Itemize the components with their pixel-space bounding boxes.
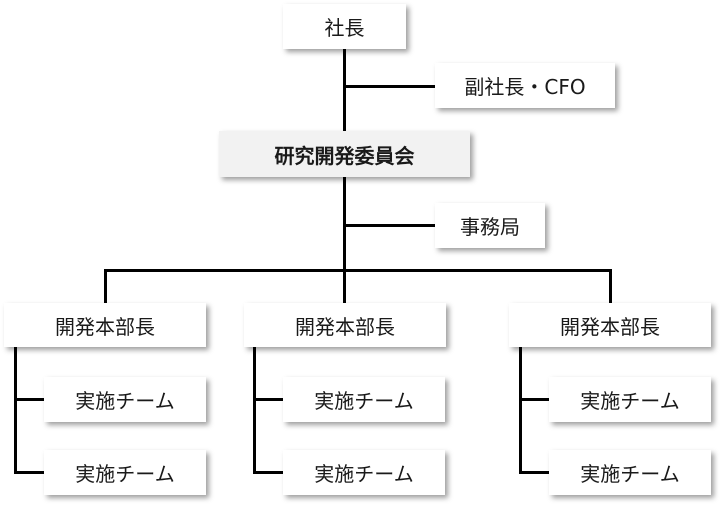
division-2-team-1-connector bbox=[253, 398, 283, 401]
division-head-label: 開発本部長 bbox=[560, 314, 660, 339]
team-label: 実施チーム bbox=[580, 462, 680, 486]
team-label: 実施チーム bbox=[75, 462, 175, 486]
division-2-team-spine bbox=[253, 347, 256, 474]
team-box: 実施チーム bbox=[549, 377, 711, 422]
secretariat-connector bbox=[345, 224, 435, 227]
division-3-drop-line bbox=[609, 269, 612, 306]
division-1-team-spine bbox=[14, 347, 17, 474]
division-1-drop-line bbox=[104, 269, 107, 306]
team-box: 実施チーム bbox=[44, 450, 206, 495]
team-label: 実施チーム bbox=[314, 462, 414, 486]
division-head-label: 開発本部長 bbox=[295, 314, 395, 339]
vice-president-box: 副社長・CFO bbox=[435, 63, 615, 108]
president-box: 社長 bbox=[283, 4, 406, 49]
president-label: 社長 bbox=[324, 16, 365, 40]
team-box: 実施チーム bbox=[44, 377, 206, 422]
division-3-team-spine bbox=[519, 347, 522, 474]
division-3-team-2-connector bbox=[519, 471, 549, 474]
team-label: 実施チーム bbox=[75, 389, 175, 413]
division-2-drop-line bbox=[343, 269, 346, 306]
secretariat-box: 事務局 bbox=[435, 203, 545, 248]
team-label: 実施チーム bbox=[580, 389, 680, 413]
division-1-team-2-connector bbox=[14, 471, 44, 474]
division-3-team-1-connector bbox=[519, 398, 549, 401]
division-head-box: 開発本部長 bbox=[509, 303, 711, 347]
team-label: 実施チーム bbox=[314, 389, 414, 413]
division-1-team-1-connector bbox=[14, 398, 44, 401]
team-box: 実施チーム bbox=[549, 450, 711, 495]
team-box: 実施チーム bbox=[283, 450, 445, 495]
division-head-box: 開発本部長 bbox=[4, 303, 206, 347]
division-head-label: 開発本部長 bbox=[55, 314, 155, 339]
division-head-box: 開発本部長 bbox=[244, 303, 446, 347]
committee-box: 研究開発委員会 bbox=[219, 131, 470, 177]
vice-president-label: 副社長・CFO bbox=[464, 75, 586, 99]
division-2-team-2-connector bbox=[253, 471, 283, 474]
vice-president-connector bbox=[345, 85, 435, 88]
division-bus-line bbox=[104, 269, 612, 272]
committee-label: 研究開発委員会 bbox=[274, 143, 415, 168]
team-box: 実施チーム bbox=[283, 377, 445, 422]
secretariat-label: 事務局 bbox=[460, 215, 520, 239]
